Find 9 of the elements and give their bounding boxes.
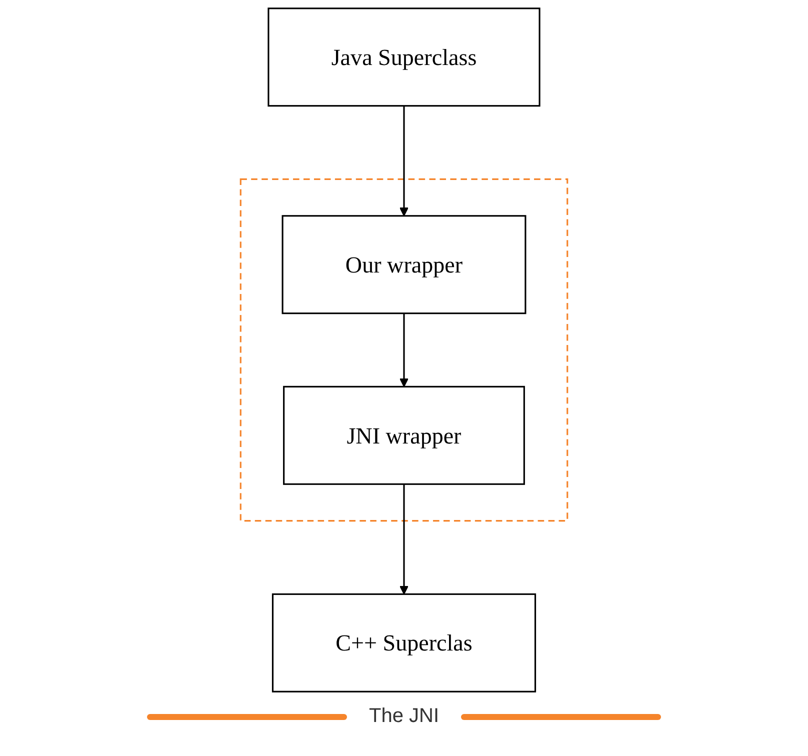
node-box: C++ Superclas: [272, 593, 536, 692]
node-box: JNI wrapper: [283, 386, 525, 485]
node-box: Our wrapper: [282, 215, 526, 314]
arrow: [399, 484, 409, 595]
boundary-label: The JNI: [368, 705, 440, 728]
node-box: Java Superclass: [268, 8, 540, 107]
arrow: [399, 313, 409, 388]
cluster: [240, 178, 568, 522]
arrow: [399, 106, 409, 216]
